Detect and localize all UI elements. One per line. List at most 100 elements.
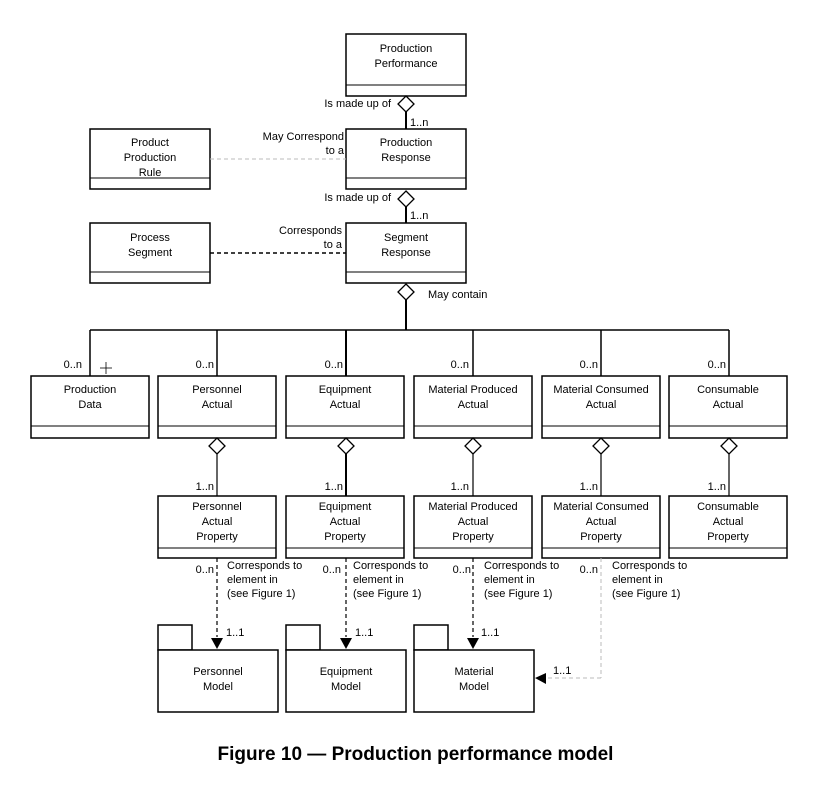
multiplicity-label: 0..n [451, 359, 469, 371]
package-body [413, 649, 535, 713]
multiplicity-label: 1..1 [355, 627, 373, 639]
box-label: Response [381, 152, 431, 164]
relationship-label: to a [326, 145, 345, 157]
package-label: Model [331, 681, 361, 693]
box-label: Property [580, 531, 622, 543]
multiplicity-label: 1..n [580, 481, 598, 493]
box-label: Consumable [697, 501, 759, 513]
corresponds-label: (see Figure 1) [353, 588, 421, 600]
box-frame [157, 375, 277, 439]
multiplicity-label: 0..n [325, 359, 343, 371]
package-tab [285, 624, 321, 651]
corresponds-label: element in [353, 574, 404, 586]
aggregation-diamond [208, 437, 226, 455]
box-frame [285, 375, 405, 439]
box-label: Segment [384, 232, 428, 244]
box-frame [345, 128, 467, 190]
box-label: Production [124, 152, 177, 164]
multiplicity-label: 1..n [708, 481, 726, 493]
corresponds-label: element in [484, 574, 535, 586]
corresponds-label: Corresponds to [353, 560, 428, 572]
package-body [285, 649, 407, 713]
box-label: Consumable [697, 384, 759, 396]
package-label: Material [454, 666, 493, 678]
multiplicity-label: 1..1 [226, 627, 244, 639]
multiplicity-label: 0..n [323, 564, 341, 576]
box-label: Production [380, 43, 433, 55]
corresponds-label: Corresponds to [227, 560, 302, 572]
aggregation-diamond [464, 437, 482, 455]
arrowheads [211, 638, 546, 684]
box-label: Actual [713, 399, 744, 411]
box-label: Material Produced [428, 384, 517, 396]
box-label: Actual [458, 399, 489, 411]
box-label: Actual [713, 516, 744, 528]
multiplicity-label: 0..n [580, 564, 598, 576]
box-label: Response [381, 247, 431, 259]
box-label: Actual [458, 516, 489, 528]
box-label: Product [131, 137, 169, 149]
box-label: Property [196, 531, 238, 543]
multiplicity-label: 0..n [64, 359, 82, 371]
aggregation-diamond [397, 95, 415, 113]
box-label: Segment [128, 247, 172, 259]
package-label: Equipment [320, 666, 373, 678]
aggregation-label: May contain [428, 289, 487, 301]
corresponds-label: element in [227, 574, 278, 586]
package-label: Model [203, 681, 233, 693]
arrowhead [340, 638, 352, 649]
box-label: Personnel [192, 501, 242, 513]
box-label: Property [707, 531, 749, 543]
package-label: Model [459, 681, 489, 693]
box-label: Production [380, 137, 433, 149]
class-boxes: ProductionPerformanceProductionResponseP… [30, 33, 788, 713]
box-frame [89, 128, 211, 190]
box-frame [668, 375, 788, 439]
multiplicity-label: 0..n [580, 359, 598, 371]
relationship-label: May Correspond [263, 131, 344, 143]
aggregation-diamond [397, 190, 415, 208]
multiplicity-label: 1..n [410, 117, 428, 129]
aggregation-diamond [592, 437, 610, 455]
box-label: Performance [375, 58, 438, 70]
box-label: Actual [202, 399, 233, 411]
corresponds-label: (see Figure 1) [612, 588, 680, 600]
box-label: Actual [330, 399, 361, 411]
aggregation-diamonds [208, 95, 738, 455]
box-label: Equipment [319, 384, 372, 396]
aggregation-label: Is made up of [324, 98, 392, 110]
box-label: Actual [586, 516, 617, 528]
box-label: Actual [202, 516, 233, 528]
box-label: Actual [330, 516, 361, 528]
connectors [89, 112, 730, 679]
box-label: Material Consumed [553, 384, 648, 396]
box-label: Production [64, 384, 117, 396]
multiplicity-label: 1..n [410, 210, 428, 222]
corresponds-label: Corresponds to [612, 560, 687, 572]
production-performance-diagram: ProductionPerformanceProductionResponseP… [30, 33, 788, 713]
corresponds-label: (see Figure 1) [227, 588, 295, 600]
box-label: Actual [586, 399, 617, 411]
box-label: Property [324, 531, 366, 543]
box-label: Process [130, 232, 170, 244]
box-label: Data [78, 399, 102, 411]
figure-caption: Figure 10 — Production performance model [217, 744, 614, 765]
corresponds-label: (see Figure 1) [484, 588, 552, 600]
package-tab [413, 624, 449, 651]
multiplicity-label: 0..n [708, 359, 726, 371]
arrowhead [535, 673, 546, 684]
